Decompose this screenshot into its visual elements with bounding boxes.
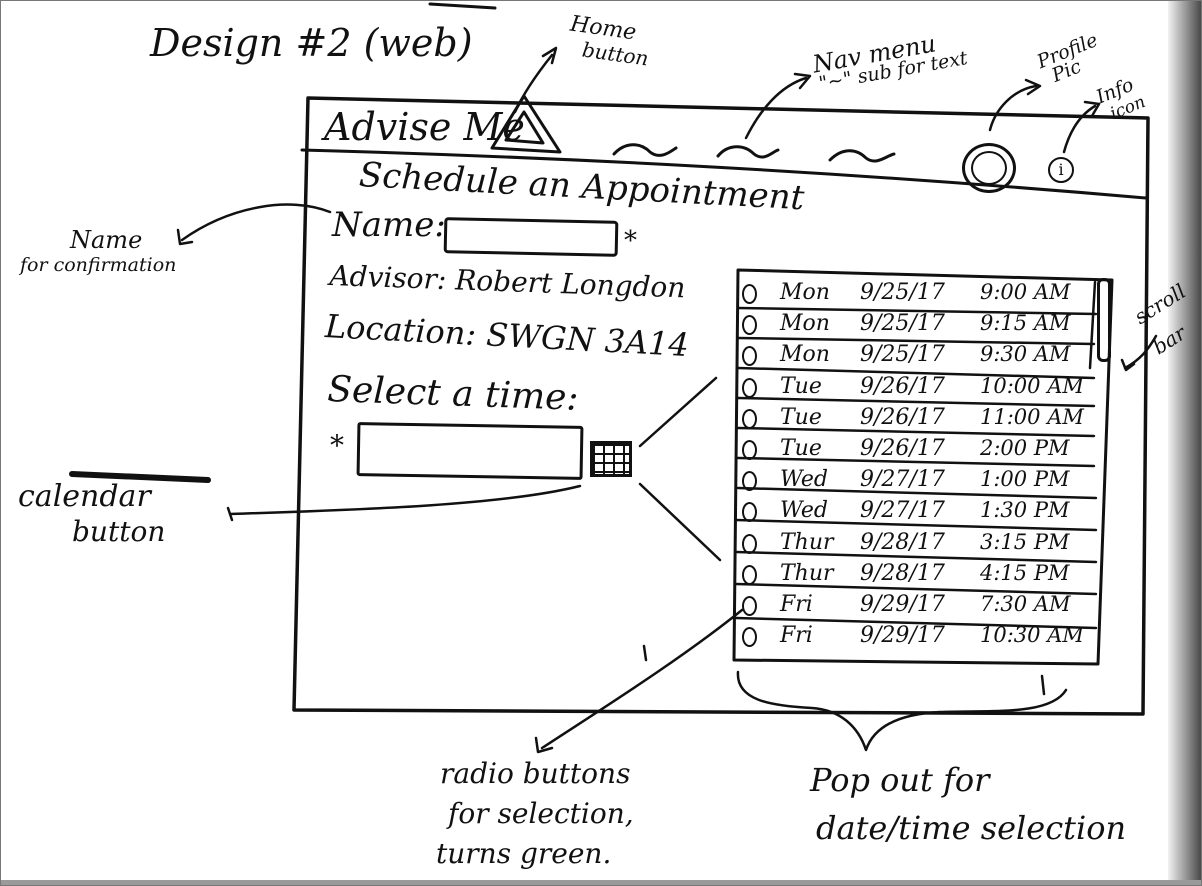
radio-button[interactable] bbox=[742, 596, 757, 616]
time-slot-row[interactable]: Thur 9/28/17 4:15 PM bbox=[736, 561, 1098, 591]
popout-frame bbox=[734, 270, 1112, 664]
time-slot-day: Tue bbox=[780, 373, 822, 399]
annotation-radio-1: radio buttons bbox=[440, 757, 631, 790]
name-label: Name: bbox=[332, 205, 446, 245]
name-input[interactable] bbox=[443, 217, 619, 257]
time-slot-date: 9/27/17 bbox=[860, 498, 945, 524]
radio-button[interactable] bbox=[742, 346, 757, 367]
time-slot-time: 10:00 AM bbox=[980, 373, 1084, 398]
time-slot-time: 9:15 AM bbox=[980, 311, 1071, 336]
scrollbar-thumb[interactable] bbox=[1097, 278, 1111, 362]
annotation-radio-2: for selection, bbox=[448, 797, 634, 830]
time-slot-time: 9:30 AM bbox=[980, 342, 1071, 367]
time-slot-day: Fri bbox=[780, 623, 813, 649]
time-slot-row[interactable]: Wed 9/27/17 1:00 PM bbox=[736, 467, 1098, 497]
time-slot-day: Fri bbox=[780, 592, 813, 617]
time-slot-row[interactable]: Tue 9/26/17 11:00 AM bbox=[736, 405, 1098, 435]
time-slot-date: 9/26/17 bbox=[860, 373, 945, 399]
annotation-popout-1: Pop out for bbox=[810, 761, 990, 799]
name-required-mark: * bbox=[624, 226, 637, 256]
radio-button[interactable] bbox=[742, 315, 757, 336]
time-slot-date: 9/29/17 bbox=[860, 592, 945, 617]
annotation-radio-3: turns green. bbox=[436, 837, 612, 870]
time-slot-time: 7:30 AM bbox=[980, 592, 1071, 616]
paper-edge-shadow bbox=[1168, 0, 1202, 886]
app-name-logo[interactable]: Advise Me bbox=[324, 105, 525, 149]
time-slot-day: Mon bbox=[780, 311, 830, 337]
time-slot-day: Thur bbox=[780, 560, 834, 586]
time-slot-date: 9/27/17 bbox=[860, 467, 945, 493]
time-slot-row[interactable]: Mon 9/25/17 9:15 AM bbox=[736, 311, 1098, 341]
radio-button[interactable] bbox=[742, 284, 757, 304]
radio-button[interactable] bbox=[742, 502, 757, 523]
time-slot-date: 9/26/17 bbox=[860, 404, 945, 430]
time-slot-time: 1:00 PM bbox=[980, 467, 1070, 492]
profile-pic-avatar[interactable] bbox=[962, 143, 1016, 193]
nav-item-1[interactable] bbox=[612, 136, 682, 162]
time-slot-date: 9/25/17 bbox=[860, 342, 945, 368]
time-slot-time: 3:15 PM bbox=[980, 529, 1070, 554]
time-slot-time: 2:00 PM bbox=[980, 436, 1070, 460]
time-slot-date: 9/25/17 bbox=[860, 280, 945, 305]
radio-button[interactable] bbox=[742, 564, 757, 585]
time-slot-time: 1:30 PM bbox=[980, 498, 1070, 523]
time-input[interactable] bbox=[356, 422, 584, 480]
time-slot-date: 9/25/17 bbox=[860, 311, 945, 337]
nav-item-2[interactable] bbox=[716, 138, 782, 164]
time-slot-date: 9/28/17 bbox=[860, 529, 945, 555]
calendar-icon-button[interactable] bbox=[590, 441, 632, 477]
radio-button[interactable] bbox=[742, 471, 757, 492]
time-slot-day: Wed bbox=[780, 467, 828, 493]
home-triangle-icon bbox=[492, 96, 560, 152]
time-slot-row[interactable]: Tue 9/26/17 10:00 AM bbox=[736, 374, 1098, 404]
time-slot-day: Tue bbox=[780, 436, 822, 461]
radio-button[interactable] bbox=[742, 408, 757, 429]
radio-button[interactable] bbox=[742, 377, 757, 398]
paper-bottom-edge bbox=[0, 880, 1202, 886]
radio-button[interactable] bbox=[742, 533, 757, 554]
annotation-calendar-1: calendar bbox=[18, 479, 151, 514]
time-slot-date: 9/26/17 bbox=[860, 436, 945, 461]
time-slot-row[interactable]: Fri 9/29/17 7:30 AM bbox=[736, 592, 1098, 622]
time-slot-day: Thur bbox=[780, 529, 834, 555]
time-slot-day: Mon bbox=[780, 342, 830, 368]
nav-item-3[interactable] bbox=[828, 142, 898, 168]
time-slot-row[interactable]: Tue 9/26/17 2:00 PM bbox=[736, 436, 1098, 466]
time-required-mark: * bbox=[330, 429, 344, 462]
avatar-face-icon bbox=[971, 151, 1007, 185]
time-slot-row[interactable]: Thur 9/28/17 3:15 PM bbox=[736, 530, 1098, 560]
time-slot-time: 9:00 AM bbox=[980, 280, 1071, 304]
time-slot-day: Mon bbox=[780, 280, 830, 305]
time-slot-row[interactable]: Fri 9/29/17 10:30 AM bbox=[736, 623, 1098, 653]
time-slot-time: 4:15 PM bbox=[980, 560, 1070, 585]
time-slot-date: 9/28/17 bbox=[860, 560, 945, 586]
browser-frame bbox=[294, 98, 1148, 714]
time-slot-time: 11:00 AM bbox=[980, 404, 1084, 429]
time-slot-row[interactable]: Wed 9/27/17 1:30 PM bbox=[736, 498, 1098, 528]
sketch-title: Design #2 (web) bbox=[150, 21, 473, 65]
time-slot-row[interactable]: Mon 9/25/17 9:30 AM bbox=[736, 342, 1098, 372]
annotation-calendar-2: button bbox=[72, 515, 166, 548]
nav-squiggles bbox=[614, 145, 894, 161]
annotation-name-2: for confirmation bbox=[20, 254, 177, 276]
time-slot-day: Tue bbox=[780, 404, 822, 430]
time-slot-row[interactable]: Mon 9/25/17 9:00 AM bbox=[736, 280, 1098, 310]
time-slot-date: 9/29/17 bbox=[860, 623, 945, 649]
select-time-label: Select a time: bbox=[326, 369, 580, 419]
info-glyph: i bbox=[1058, 160, 1064, 179]
radio-button[interactable] bbox=[742, 440, 757, 460]
annotation-popout-2: date/time selection bbox=[816, 809, 1127, 847]
radio-button[interactable] bbox=[742, 627, 757, 648]
time-slot-time: 10:30 AM bbox=[980, 623, 1084, 648]
time-slot-day: Wed bbox=[780, 498, 828, 524]
info-icon[interactable]: i bbox=[1048, 157, 1074, 183]
annotation-name-1: Name bbox=[70, 226, 143, 254]
row-dividers bbox=[736, 308, 1096, 628]
